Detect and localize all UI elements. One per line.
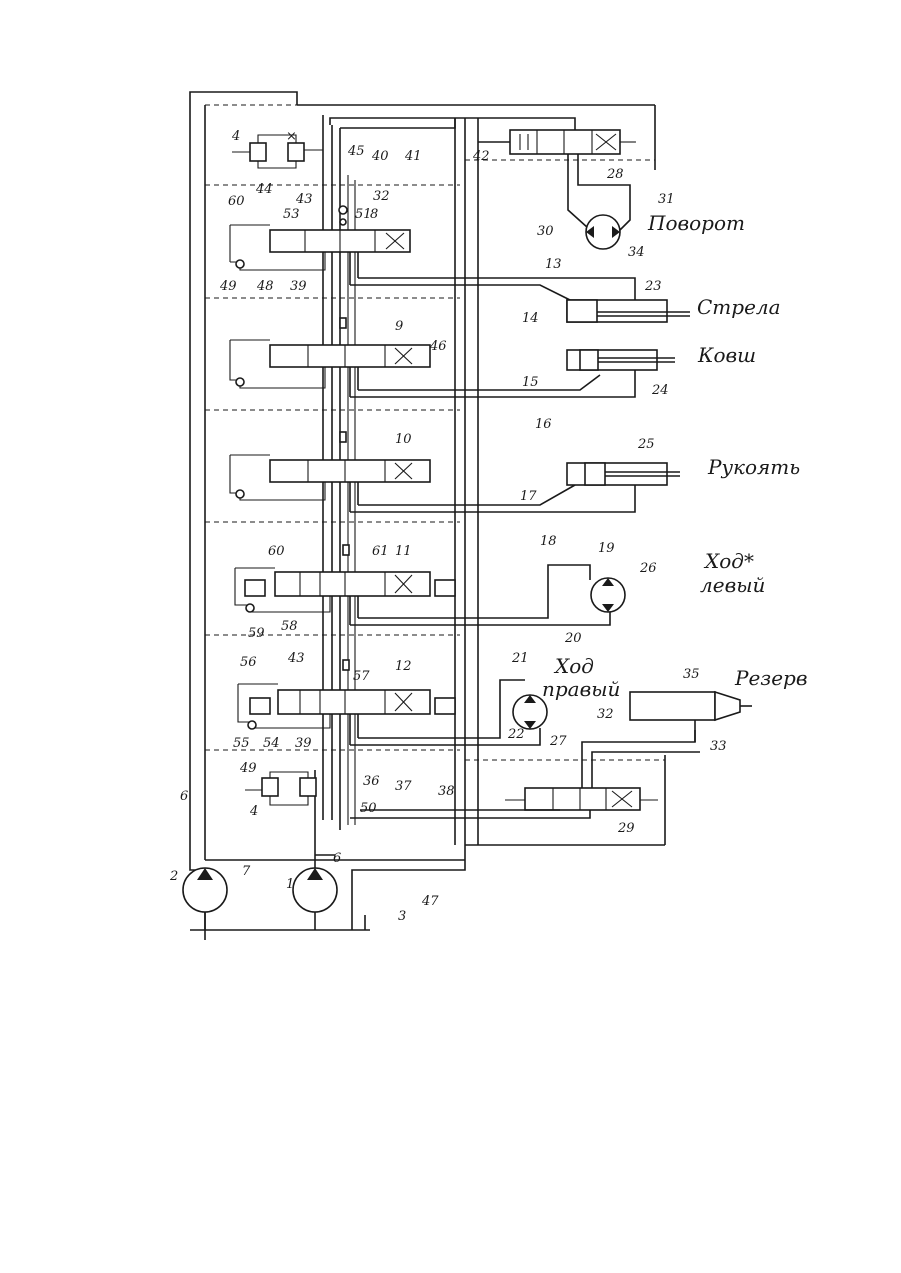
ref-43-top: 43 [295,192,313,207]
ref-16: 16 [535,417,552,432]
ref-39-top: 39 [290,279,307,294]
hydraulic-motor-26 [591,578,625,612]
ref-18: 18 [540,534,557,549]
label-rukoyat: Рукоять [707,455,800,479]
label-rezerv: Резерв [734,666,807,690]
ref-4-bottom: 4 [249,804,258,819]
ref-58: 58 [281,619,298,634]
ref-26: 26 [639,561,657,576]
ref-13: 13 [545,257,562,272]
reference-numbers: 1 2 3 4 4 6 6 7 8 9 10 11 12 13 14 15 16… [169,129,727,924]
ref-35: 35 [683,667,700,682]
ref-51: 51 [355,207,372,222]
ref-50: 50 [360,801,377,816]
label-hod-levyi-2: левый [700,573,765,597]
ref-34: 34 [628,245,645,260]
ref-19: 19 [598,541,615,556]
spool-valve-12 [238,660,540,745]
ref-30: 30 [537,224,554,239]
ref-54: 54 [263,736,280,751]
svg-text:×: × [286,129,297,144]
label-hod-pravyi-2: правый [542,677,620,701]
label-strela: Стрела [697,295,781,319]
label-hod-levyi-1: Ход* [703,549,754,573]
ref-6-left: 6 [180,789,188,804]
ref-17: 17 [520,489,537,504]
ref-9: 9 [395,319,403,334]
cylinder-23 [567,300,690,322]
ref-36: 36 [363,774,380,789]
ref-55: 55 [233,736,250,751]
ref-45: 45 [347,144,365,159]
ref-44: 44 [255,182,273,197]
ref-21: 21 [511,651,529,666]
relief-valve-bottom [245,772,316,805]
ref-38: 38 [438,784,455,799]
label-hod-pravyi-1: Ход [553,654,594,678]
ref-27: 27 [549,734,567,749]
ref-42: 42 [472,149,490,164]
ref-3: 3 [398,909,406,924]
cylinder-24 [567,350,675,370]
ref-28: 28 [606,167,624,182]
ref-40: 40 [371,149,389,164]
reserve-actuator-35 [630,692,752,742]
pump-1 [293,868,337,912]
ref-24: 24 [651,383,669,398]
ref-2: 2 [169,869,178,884]
ref-37: 37 [395,779,412,794]
ref-31: 31 [658,192,675,207]
relief-valve-top: × [232,129,323,168]
ref-61: 61 [372,544,389,559]
ref-33: 33 [710,739,727,754]
cylinder-25 [567,463,680,485]
ref-56: 56 [240,655,257,670]
ref-1: 1 [286,877,294,892]
ref-14: 14 [522,311,539,326]
ref-43-bottom: 43 [287,651,305,666]
ref-49-bottom: 49 [239,761,257,776]
ref-57: 57 [353,669,370,684]
ref-49-top: 49 [219,279,237,294]
ref-60-bottom: 60 [268,544,285,559]
ref-32-top: 32 [373,189,390,204]
ref-59: 59 [248,626,265,641]
ref-25: 25 [637,437,655,452]
hydraulic-motor-34 [586,215,620,249]
ref-11: 11 [395,544,412,559]
ref-23: 23 [644,279,662,294]
ref-39-bottom: 39 [295,736,312,751]
ref-20: 20 [564,631,582,646]
label-kovsh: Ковш [697,343,756,367]
component-labels: Поворот Стрела Ковш Рукоять Ход* левый Х… [542,211,807,701]
ref-7: 7 [242,864,251,879]
ref-22: 22 [507,727,525,742]
spool-valve-29 [350,730,700,818]
ref-15: 15 [522,375,539,390]
ref-60-top: 60 [228,194,245,209]
ref-32-bottom: 32 [597,707,614,722]
ref-47: 47 [421,894,439,909]
ref-48: 48 [256,279,274,294]
ref-10: 10 [395,432,412,447]
ref-12: 12 [395,659,412,674]
ref-53: 53 [283,207,300,222]
ref-4-top: 4 [231,129,240,144]
ref-29: 29 [617,821,635,836]
label-povorot: Поворот [647,211,745,235]
ref-41: 41 [404,149,422,164]
pump-2 [183,868,227,912]
spool-valve-11 [235,545,610,625]
ref-6-right: 6 [333,851,341,866]
ref-46: 46 [429,339,447,354]
